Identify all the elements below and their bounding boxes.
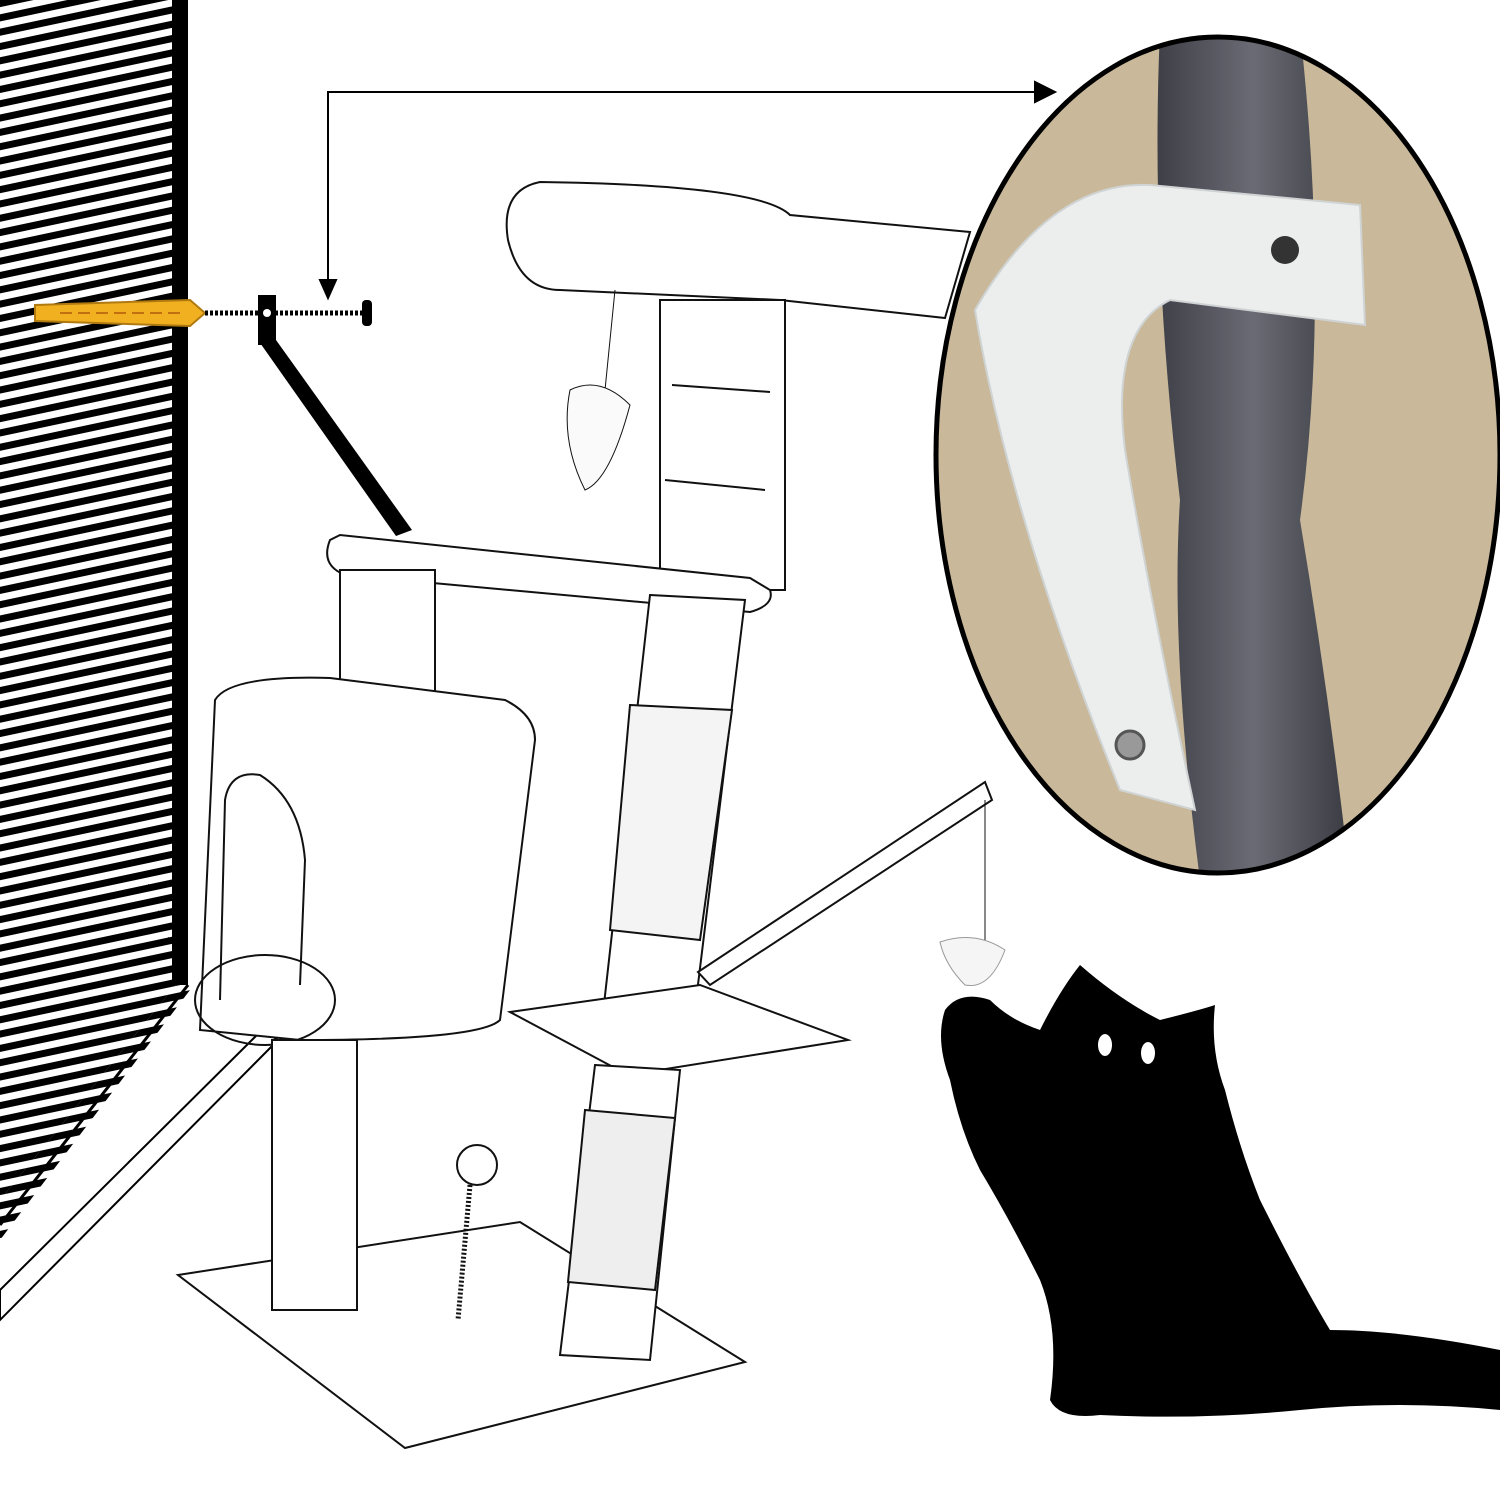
- toy-mouse-icon: [939, 937, 1006, 987]
- cat-silhouette-icon: [941, 965, 1500, 1417]
- screw-icon: [1271, 236, 1299, 264]
- striped-wall: [0, 0, 280, 1322]
- detail-photo-inset: [933, 34, 1500, 876]
- strap: [973, 183, 1367, 812]
- cat-eye-left: [1098, 1034, 1112, 1056]
- screw-icon: [205, 300, 372, 326]
- wall-bracket-icon: [258, 295, 412, 536]
- connector-arrow: [318, 80, 1058, 301]
- cat-eye-right: [1141, 1042, 1155, 1064]
- cat-tree: [175, 180, 994, 1450]
- wall-anchor-icon: [34, 298, 207, 328]
